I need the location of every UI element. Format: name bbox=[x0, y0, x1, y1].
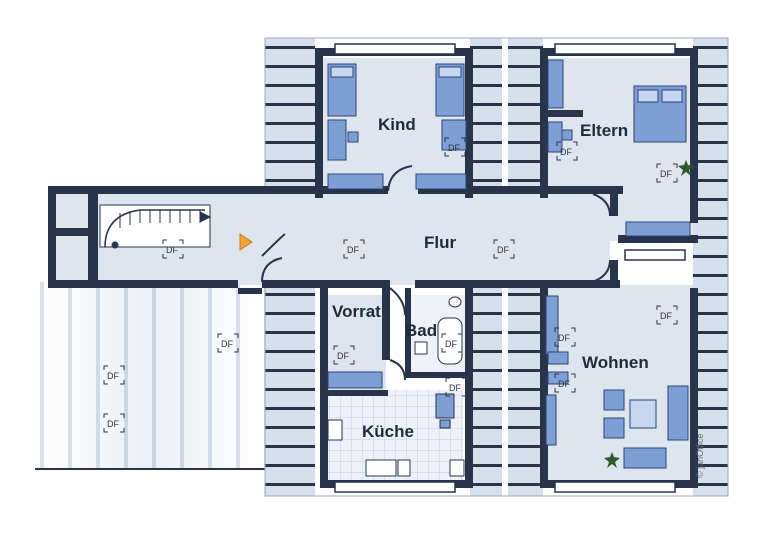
kind-furniture bbox=[327, 63, 467, 190]
df-marker-label: DF bbox=[660, 311, 672, 321]
doors bbox=[261, 165, 611, 381]
df-marker: DF bbox=[493, 239, 515, 259]
kueche-fixtures bbox=[327, 393, 465, 477]
df-marker: DF bbox=[343, 239, 365, 259]
eltern-furniture bbox=[547, 59, 691, 237]
df-marker: DF bbox=[554, 327, 576, 347]
df-marker-label: DF bbox=[558, 333, 570, 343]
vorrat-shelf bbox=[327, 371, 383, 389]
roof-slope-left bbox=[35, 282, 265, 470]
df-marker: DF bbox=[656, 163, 678, 183]
staircase bbox=[99, 204, 253, 251]
df-marker: DF bbox=[217, 333, 239, 353]
df-marker-label: DF bbox=[445, 339, 457, 349]
df-marker-label: DF bbox=[558, 379, 570, 389]
df-marker: DF bbox=[554, 373, 576, 393]
room-label-wohnen: Wohnen bbox=[582, 353, 649, 372]
room-label-kueche: Küche bbox=[362, 422, 414, 441]
plant-icon bbox=[604, 452, 620, 468]
plant-icon bbox=[678, 160, 694, 176]
room-label-flur: Flur bbox=[424, 233, 456, 252]
df-marker: DF bbox=[556, 141, 578, 161]
df-marker-label: DF bbox=[166, 245, 178, 255]
room-label-eltern: Eltern bbox=[580, 121, 628, 140]
df-marker: DF bbox=[103, 413, 125, 433]
df-marker-label: DF bbox=[448, 143, 460, 153]
df-marker: DF bbox=[656, 305, 678, 325]
df-marker-label: DF bbox=[107, 371, 119, 381]
df-marker-label: DF bbox=[107, 419, 119, 429]
df-marker: DF bbox=[103, 365, 125, 385]
df-marker-label: DF bbox=[449, 383, 461, 393]
room-label-vorrat: Vorrat bbox=[332, 302, 381, 321]
room-label-bad: Bad bbox=[405, 321, 437, 340]
df-marker-label: DF bbox=[337, 351, 349, 361]
df-marker-label: DF bbox=[497, 245, 509, 255]
wohnen-furniture bbox=[545, 295, 689, 469]
df-marker: DF bbox=[444, 137, 466, 157]
room-label-kind: Kind bbox=[378, 115, 416, 134]
df-marker-label: DF bbox=[660, 169, 672, 179]
df-marker: DF bbox=[441, 333, 463, 353]
df-marker: DF bbox=[445, 377, 467, 397]
room-floors bbox=[55, 58, 693, 482]
windows bbox=[334, 43, 686, 493]
df-markers: DF DF DF DF DF DF DF DF DF DF DF DF DF DF DF bbox=[103, 137, 678, 433]
df-marker-label: DF bbox=[347, 245, 359, 255]
watermark: © janOffice bbox=[695, 434, 705, 479]
df-marker-label: DF bbox=[560, 147, 572, 157]
walls bbox=[48, 48, 698, 488]
df-marker-label: DF bbox=[221, 339, 233, 349]
df-marker: DF bbox=[333, 345, 355, 365]
df-marker: DF bbox=[162, 239, 184, 259]
